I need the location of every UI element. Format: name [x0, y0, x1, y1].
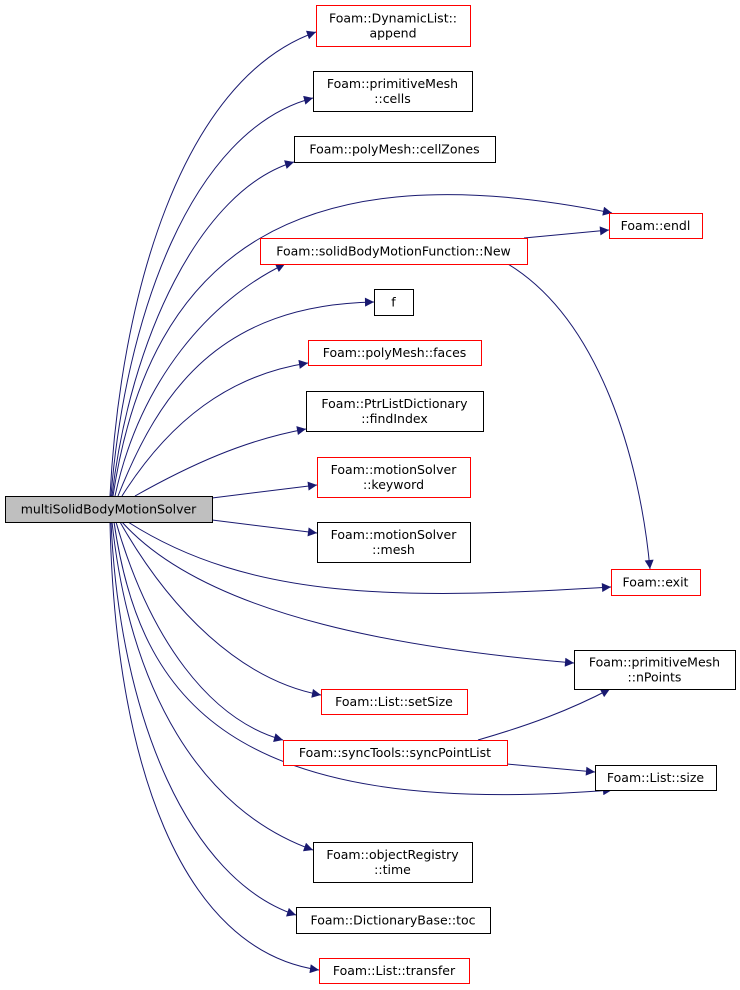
node-label: Foam::motionSolver — [331, 527, 458, 542]
node-box — [321, 689, 468, 715]
node-label: Foam::DynamicList:: — [329, 11, 457, 26]
node-label: Foam::List::size — [607, 770, 704, 785]
edge-root-to-exit — [127, 521, 612, 594]
node-time[interactable]: Foam::objectRegistry::time — [313, 842, 473, 883]
node-box — [374, 289, 414, 316]
edge-root-to-toc — [110, 521, 297, 917]
node-append[interactable]: Foam::DynamicList::append — [316, 5, 471, 47]
node-label: Foam::List::setSize — [335, 694, 453, 709]
node-box — [611, 569, 701, 596]
node-label: Foam::List::transfer — [333, 963, 456, 978]
edge-root-to-findIndex — [134, 426, 307, 497]
node-size[interactable]: Foam::List::size — [595, 765, 717, 791]
node-label: ::findIndex — [361, 411, 428, 426]
edge-root-to-append — [109, 30, 317, 497]
node-label: Foam::objectRegistry — [326, 847, 459, 862]
edge-root-to-faces — [121, 359, 309, 497]
edge-root-to-time — [111, 521, 314, 852]
node-label: ::nPoints — [628, 670, 682, 685]
node-cells[interactable]: Foam::primitiveMesh::cells — [313, 71, 473, 112]
node-label: Foam::primitiveMesh — [327, 76, 458, 91]
node-label: f — [391, 295, 396, 310]
node-box — [308, 340, 482, 366]
edge-root-to-transfer — [109, 521, 320, 974]
edge-root-to-size — [113, 521, 613, 796]
node-box — [294, 136, 496, 163]
node-label: append — [369, 26, 416, 41]
node-label: Foam::polyMesh::faces — [323, 345, 467, 360]
node-f[interactable]: f — [374, 289, 414, 316]
edge-syncPointList-to-size — [506, 763, 596, 776]
node-label: multiSolidBodyMotionSolver — [21, 502, 197, 517]
node-box — [306, 391, 484, 432]
node-syncPointList[interactable]: Foam::syncTools::syncPointList — [283, 740, 508, 766]
edge-root-to-New — [114, 263, 286, 497]
node-transfer[interactable]: Foam::List::transfer — [319, 958, 470, 984]
node-label: Foam::primitiveMesh — [589, 655, 720, 670]
edge-root-to-cells — [110, 95, 314, 497]
node-setSize[interactable]: Foam::List::setSize — [321, 689, 468, 715]
node-label: Foam::motionSolver — [331, 462, 458, 477]
node-findIndex[interactable]: Foam::PtrListDictionary::findIndex — [306, 391, 484, 432]
edge-root-to-keyword — [211, 481, 318, 499]
node-label: Foam::solidBodyMotionFunction::New — [276, 244, 510, 259]
node-label: Foam::endl — [621, 218, 691, 233]
node-label: ::cells — [374, 91, 410, 106]
edge-root-to-f — [117, 297, 375, 497]
node-endl[interactable]: Foam::endl — [609, 213, 703, 239]
node-mesh[interactable]: Foam::motionSolver::mesh — [317, 522, 471, 563]
node-box — [319, 958, 470, 984]
node-label: Foam::syncTools::syncPointList — [299, 745, 491, 760]
edge-root-to-nPoints — [121, 521, 575, 667]
node-box — [260, 238, 528, 265]
edge-root-to-setSize — [119, 521, 322, 698]
edge-syncPointList-to-nPoints — [477, 688, 611, 741]
node-box — [574, 650, 736, 690]
edge-New-to-exit — [507, 263, 654, 570]
node-box — [313, 842, 473, 883]
edge-root-to-mesh — [211, 519, 318, 537]
node-label: Foam::polyMesh::cellZones — [309, 142, 479, 157]
node-label: Foam::DictionaryBase::toc — [310, 913, 475, 928]
node-box — [317, 457, 471, 498]
node-label: ::time — [374, 862, 411, 877]
node-box — [316, 5, 471, 47]
edge-root-to-syncPointList — [115, 521, 284, 742]
node-label: Foam::PtrListDictionary — [321, 396, 468, 411]
node-box — [283, 740, 508, 766]
edge-New-to-endl — [523, 226, 610, 239]
node-box — [5, 496, 213, 523]
node-exit[interactable]: Foam::exit — [611, 569, 701, 596]
node-label: ::keyword — [363, 477, 424, 492]
node-label: ::mesh — [372, 542, 415, 557]
node-box — [296, 907, 491, 934]
node-box — [609, 213, 703, 239]
edge-root-to-endl — [112, 194, 613, 497]
node-box — [313, 71, 473, 112]
edge-root-to-cellZones — [111, 160, 295, 497]
node-keyword[interactable]: Foam::motionSolver::keyword — [317, 457, 471, 498]
node-label: Foam::exit — [623, 575, 689, 590]
node-box — [317, 522, 471, 563]
node-nPoints[interactable]: Foam::primitiveMesh::nPoints — [574, 650, 736, 690]
root-node-root: multiSolidBodyMotionSolver — [5, 496, 213, 523]
node-toc[interactable]: Foam::DictionaryBase::toc — [296, 907, 491, 934]
node-New[interactable]: Foam::solidBodyMotionFunction::New — [260, 238, 528, 265]
node-box — [595, 765, 717, 791]
node-cellZones[interactable]: Foam::polyMesh::cellZones — [294, 136, 496, 163]
node-faces[interactable]: Foam::polyMesh::faces — [308, 340, 482, 366]
